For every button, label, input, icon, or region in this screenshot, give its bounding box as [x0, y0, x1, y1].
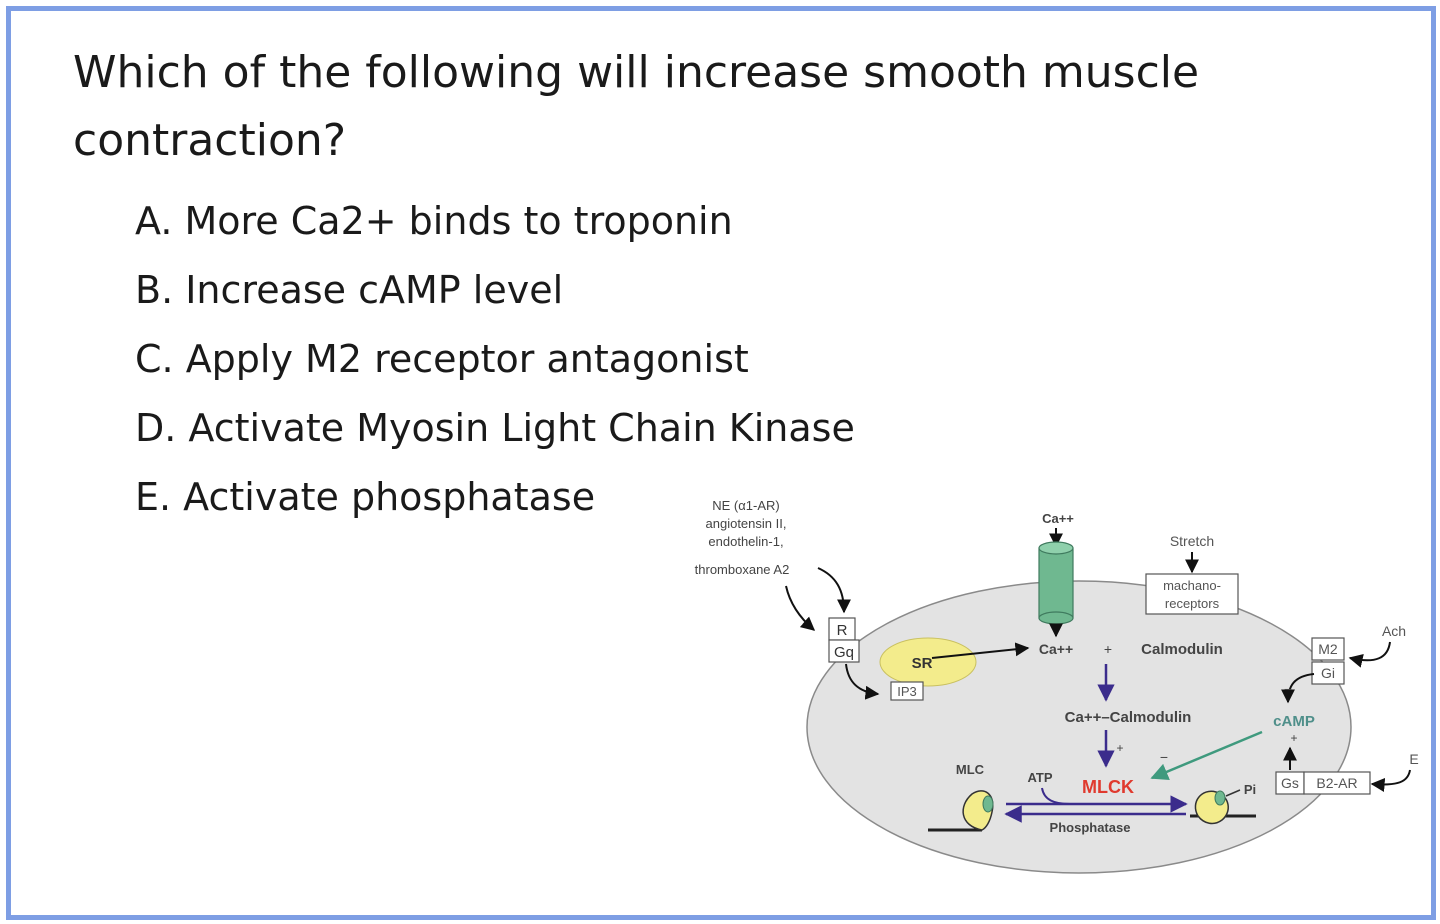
gq-ip3-arrow: [845, 663, 880, 700]
mechanoreceptor-line2: receptors: [1165, 596, 1220, 611]
mlc-right: [1214, 790, 1226, 806]
pi-link: [1225, 789, 1241, 797]
ca-channel-top: [1038, 541, 1074, 555]
question-text: Which of the following will increase smo…: [73, 47, 1200, 166]
stretch-label: Stretch: [1170, 533, 1214, 549]
ca-top-label: Ca++: [1042, 511, 1074, 526]
m2-box: [1311, 637, 1345, 661]
gi-inhibit-minus: −: [1284, 681, 1292, 697]
camp-inhibit-minus: −: [1160, 749, 1168, 765]
ligand-thromboxane: thromboxane A2: [695, 562, 790, 577]
ip3-label: IP3: [897, 684, 917, 699]
m2-label: M2: [1318, 641, 1338, 657]
gs-activate-plus: +: [1290, 731, 1297, 745]
b2ar-label: B2-AR: [1316, 775, 1357, 791]
activate-plus: +: [1116, 741, 1123, 755]
mlc-label: MLC: [956, 762, 985, 777]
complex-label: Ca++–Calmodulin: [1065, 709, 1192, 726]
epinephrine-label: E: [1409, 751, 1418, 767]
sr-release-arrow: [931, 642, 1030, 659]
ach-arrow: [1348, 641, 1391, 668]
slide: Which of the following will increase smo…: [6, 6, 1436, 920]
answer-options: A. More Ca2+ binds to troponin B. Increa…: [135, 187, 855, 532]
ip3-box: [890, 681, 924, 701]
option-b[interactable]: B. Increase cAMP level: [135, 268, 564, 312]
ligand-endothelin: endothelin-1,: [708, 534, 783, 549]
gi-box: [1311, 661, 1345, 685]
ach-label: Ach: [1382, 623, 1406, 639]
epinephrine-arrow: [1370, 769, 1411, 792]
sr-organelle: [879, 637, 977, 687]
gs-label: Gs: [1281, 775, 1299, 791]
ligand-angiotensin: angiotensin II,: [706, 516, 787, 531]
sr-label: SR: [912, 655, 933, 672]
ligand-ne: NE (α1-AR): [712, 498, 779, 513]
camp-inhibit-arrow: [1150, 730, 1263, 780]
mlc-left: [982, 795, 994, 813]
mechanoreceptor-box: [1145, 573, 1239, 615]
gi-camp-arrow: [1281, 673, 1315, 704]
atp-label: ATP: [1027, 770, 1052, 785]
option-d[interactable]: D. Activate Myosin Light Chain Kinase: [135, 406, 855, 450]
ca-channel-bottom: [1038, 611, 1074, 625]
receptor-label: R: [837, 622, 848, 639]
ligand-arrow-2: [785, 585, 816, 631]
phosphatase-label: Phosphatase: [1050, 820, 1131, 835]
ca-channel: [1038, 547, 1074, 619]
gq-label: Gq: [834, 644, 854, 661]
smooth-muscle-pathway-diagram: NE (α1-AR) angiotensin II, endothelin-1,…: [695, 498, 1419, 874]
b2ar-box: [1303, 771, 1371, 795]
ligand-arrow-1: [817, 567, 851, 614]
mechanoreceptor-line1: machano-: [1163, 578, 1221, 593]
gi-label: Gi: [1321, 665, 1335, 681]
camp-label: cAMP: [1273, 713, 1315, 730]
option-a[interactable]: A. More Ca2+ binds to troponin: [135, 199, 733, 243]
option-e[interactable]: E. Activate phosphatase: [135, 475, 596, 519]
plus-sign: +: [1104, 641, 1112, 657]
gq-box: [828, 639, 860, 663]
option-c[interactable]: C. Apply M2 receptor antagonist: [135, 337, 749, 381]
mlck-label: MLCK: [1082, 777, 1134, 797]
ca-inside-label: Ca++: [1039, 641, 1073, 657]
pi-label: Pi: [1244, 782, 1256, 797]
calmodulin-label: Calmodulin: [1141, 641, 1223, 658]
